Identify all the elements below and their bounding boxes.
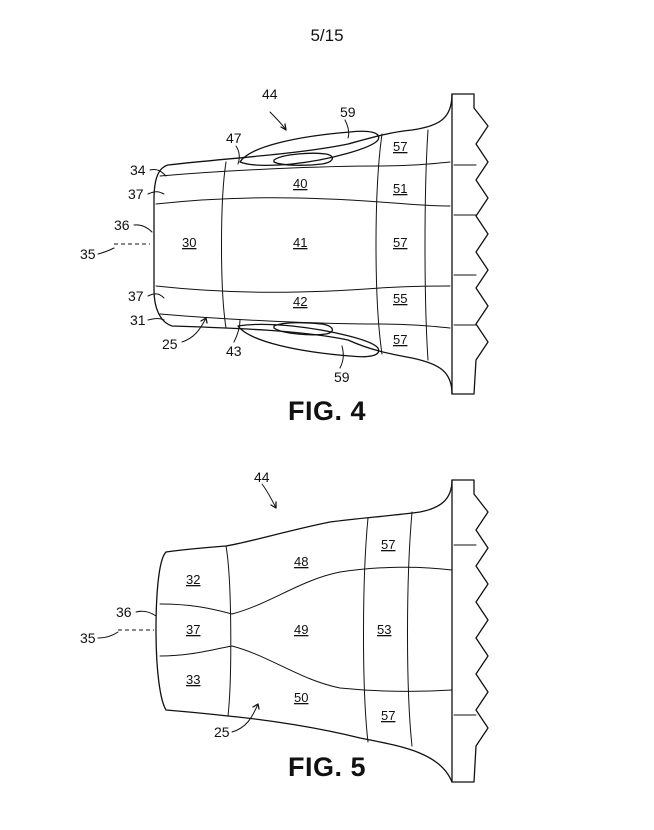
fig4-section-57-mid: 57: [393, 235, 407, 250]
fig5-section-32: 32: [186, 572, 200, 587]
fig4-section-40: 40: [293, 176, 307, 191]
fig4-drawing: 44 59 47 34 37 36 35 37 31 25 43 59 40 3…: [80, 86, 488, 394]
fig4-caption: FIG. 4: [0, 396, 654, 427]
fig4-section-57-bottom: 57: [393, 332, 407, 347]
fig5-ref-36: 36: [116, 604, 132, 620]
fig5-section-48: 48: [294, 554, 308, 569]
fig4-section-57-top: 57: [393, 139, 407, 154]
fig4-section-42: 42: [293, 294, 307, 309]
fig5-section-49: 49: [294, 622, 308, 637]
fig5-section-57-bottom: 57: [381, 708, 395, 723]
fig5-section-57-top: 57: [381, 537, 395, 552]
fig4-ref-36: 36: [114, 217, 130, 233]
fig4-ref-31: 31: [130, 312, 146, 328]
fig4-ref-25: 25: [162, 336, 178, 352]
fig5-section-37: 37: [186, 622, 200, 637]
fig4-ref-37-bottom: 37: [128, 288, 144, 304]
fig4-ref-43: 43: [226, 343, 242, 359]
fig5-section-53: 53: [377, 622, 391, 637]
fig4-section-30: 30: [182, 235, 196, 250]
fig4-ref-35: 35: [80, 246, 96, 262]
fig5-platform: [452, 480, 488, 782]
fig5-section-50: 50: [294, 690, 308, 705]
fig5-ref-44: 44: [254, 469, 270, 485]
fig5-ref-25: 25: [214, 724, 230, 740]
fig5-caption: FIG. 5: [0, 752, 654, 783]
fig4-ref-59-bottom: 59: [334, 369, 350, 385]
fig4-ref-34: 34: [130, 162, 146, 178]
fig4-ref-59-top: 59: [340, 104, 356, 120]
fig5-section-33: 33: [186, 672, 200, 687]
fig5-ref-35: 35: [80, 630, 96, 646]
fig4-ref-44: 44: [262, 86, 278, 102]
fig4-ref-47: 47: [226, 130, 242, 146]
fig4-section-51: 51: [393, 181, 407, 196]
fig4-section-55: 55: [393, 291, 407, 306]
fig4-platform: [452, 94, 488, 394]
fig5-drawing: 44 36 35 25 32 37 33 48 49 50 57 53 57: [80, 469, 488, 782]
fig4-section-41: 41: [293, 235, 307, 250]
fig4-ref-37-top: 37: [128, 186, 144, 202]
